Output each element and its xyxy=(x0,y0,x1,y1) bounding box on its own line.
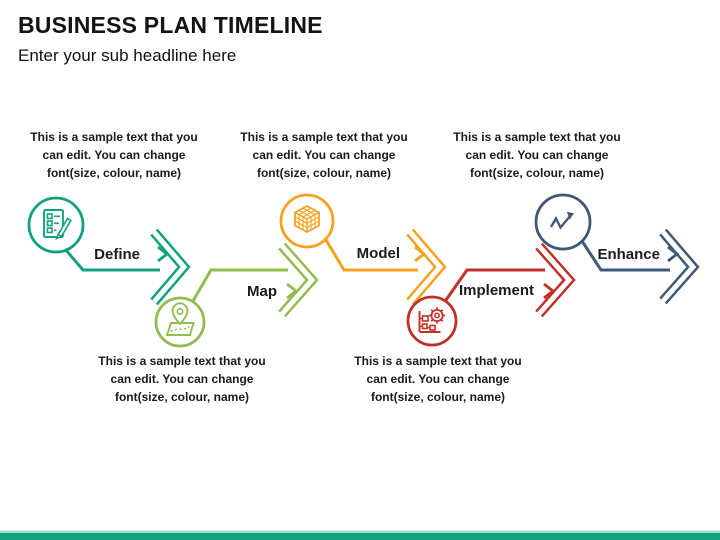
model-connector-line xyxy=(324,239,418,272)
page-subtitle: Enter your sub headline here xyxy=(18,46,237,65)
sample-text-enhance: This is a sample text that you can edit.… xyxy=(437,128,637,182)
sample-text-map: This is a sample text that you can edit.… xyxy=(82,352,282,406)
enhance-circle xyxy=(534,193,592,251)
stage-implement: Implement xyxy=(406,242,576,347)
stage-label-model: Model xyxy=(357,245,400,262)
checklist-pencil-icon xyxy=(43,209,72,240)
page-title: BUSINESS PLAN TIMELINE xyxy=(18,12,323,38)
slide-header: BUSINESS PLAN TIMELINE Enter your sub he… xyxy=(18,12,323,66)
enhance-arrowhead xyxy=(659,228,700,305)
text-line: can edit. You can change xyxy=(252,148,396,162)
map-circle xyxy=(154,296,206,348)
text-line: font(size, colour, name) xyxy=(114,390,249,404)
stage-label-implement: Implement xyxy=(459,282,534,299)
sample-text-model: This is a sample text that you can edit.… xyxy=(224,128,424,182)
text-line: This is a sample text that you xyxy=(30,130,198,144)
map-arrowhead-cutout xyxy=(280,244,316,316)
stage-map: Map xyxy=(154,242,319,348)
enhance-connector-line xyxy=(580,240,670,272)
enhance-arrowhead-cutout xyxy=(661,230,697,303)
text-line: can edit. You can change xyxy=(42,148,186,162)
implement-arrowhead-cutout xyxy=(537,244,573,316)
rubiks-cube-icon xyxy=(294,204,320,234)
sample-text-implement: This is a sample text that you can edit.… xyxy=(338,352,538,406)
text-line: font(size, colour, name) xyxy=(256,166,391,180)
implement-circle xyxy=(406,295,458,347)
gear-flowchart-icon xyxy=(418,307,446,333)
text-line: This is a sample text that you xyxy=(453,130,621,144)
model-circle xyxy=(279,193,335,249)
text-line: This is a sample text that you xyxy=(240,130,408,144)
map-connector-line xyxy=(191,268,288,302)
stage-label-map: Map xyxy=(247,283,277,300)
define-circle xyxy=(27,196,85,254)
define-arrowhead xyxy=(150,228,191,306)
model-arrowhead xyxy=(406,228,447,306)
text-line: font(size, colour, name) xyxy=(46,166,181,180)
map-location-pin-icon xyxy=(165,302,195,336)
model-arrowhead-cutout xyxy=(408,230,444,304)
sample-text-define: This is a sample text that you can edit.… xyxy=(14,128,214,182)
model-small-chevron-icon xyxy=(414,245,427,263)
define-small-chevron-icon xyxy=(157,245,170,263)
growth-chart-icon xyxy=(549,211,574,230)
implement-small-chevron-icon xyxy=(543,282,556,300)
stage-enhance: Enhance xyxy=(534,193,700,305)
text-line: can edit. You can change xyxy=(465,148,609,162)
footer-accent-bar xyxy=(0,530,720,540)
define-arrowhead-cutout xyxy=(152,230,188,304)
text-line: can edit. You can change xyxy=(366,372,510,386)
text-line: This is a sample text that you xyxy=(98,354,266,368)
map-arrowhead xyxy=(278,242,319,318)
define-connector-line xyxy=(63,248,160,272)
stage-label-enhance: Enhance xyxy=(597,246,660,263)
stage-model: Model xyxy=(279,193,447,306)
text-line: font(size, colour, name) xyxy=(370,390,505,404)
text-line: This is a sample text that you xyxy=(354,354,522,368)
implement-connector-line xyxy=(444,268,545,301)
stage-label-define: Define xyxy=(94,246,140,263)
text-line: can edit. You can change xyxy=(110,372,254,386)
stage-define: Define xyxy=(27,196,191,306)
implement-arrowhead xyxy=(535,242,576,318)
enhance-small-chevron-icon xyxy=(667,245,680,263)
text-line: font(size, colour, name) xyxy=(469,166,604,180)
map-small-chevron-icon xyxy=(286,282,299,300)
